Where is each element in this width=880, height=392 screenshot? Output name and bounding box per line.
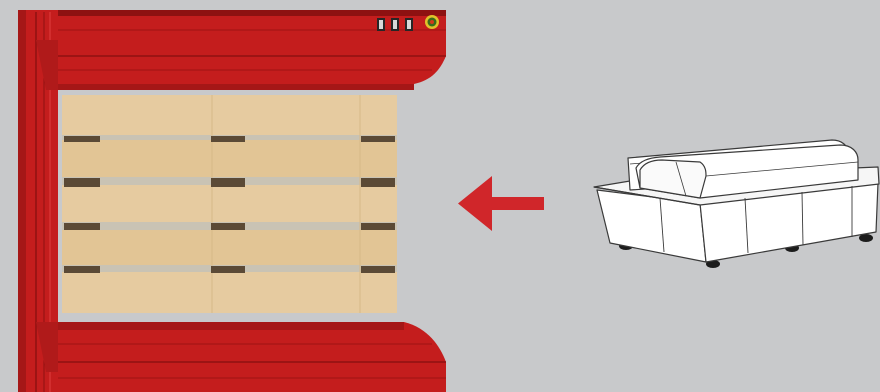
- machine-bottom-beam: [58, 322, 446, 392]
- pallet-block: [361, 136, 395, 142]
- arrow-left-icon: [458, 176, 544, 231]
- pallet-block: [64, 178, 100, 187]
- pallet-block: [64, 266, 100, 273]
- pallet-board: [62, 185, 397, 222]
- pallet-blocks: [64, 136, 395, 273]
- loaf-front-end: [639, 159, 707, 199]
- pallet-block: [211, 223, 245, 230]
- wheel-icon: [859, 234, 873, 242]
- machine-top-beam: [58, 10, 446, 84]
- pallet-block: [211, 266, 245, 273]
- pallet-block: [64, 223, 100, 230]
- pallet-block: [361, 178, 395, 187]
- pallet-block: [64, 136, 100, 142]
- pallet-board: [62, 95, 397, 135]
- control-panel: [377, 15, 439, 31]
- pallet-block: [361, 266, 395, 273]
- pallet: [62, 95, 397, 313]
- pallet-block: [211, 136, 245, 142]
- pallet-block: [361, 223, 395, 230]
- pallet-block: [211, 178, 245, 187]
- wheel-icon: [706, 260, 720, 268]
- pallet-board: [62, 272, 397, 313]
- pallet-board: [62, 230, 397, 265]
- pallet-board: [62, 140, 397, 177]
- cart-with-loaf-load: [593, 139, 880, 268]
- machine-left-post-edge: [18, 10, 26, 392]
- wrapping-machine: [18, 10, 446, 392]
